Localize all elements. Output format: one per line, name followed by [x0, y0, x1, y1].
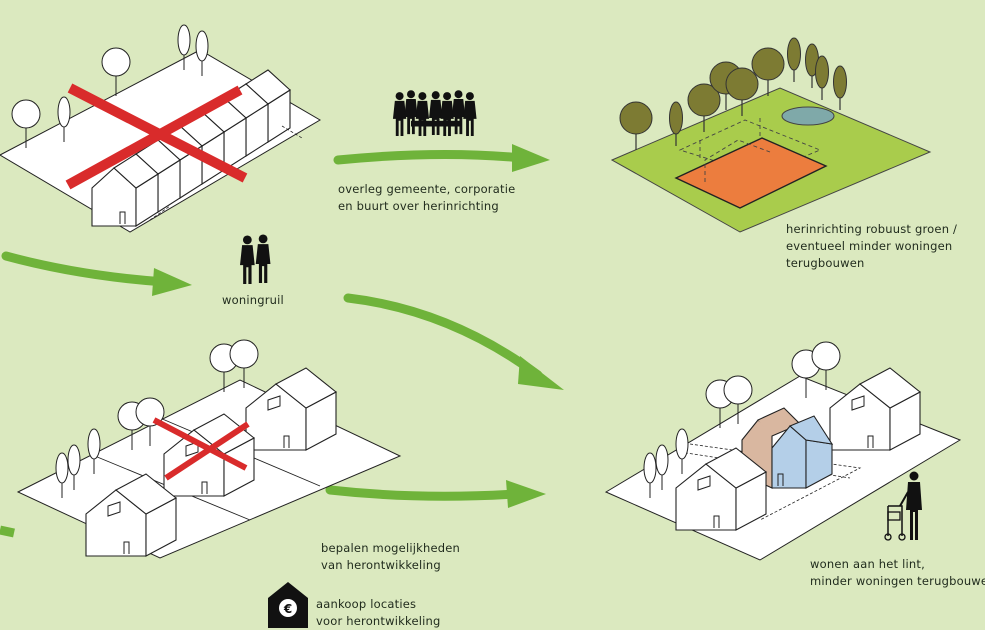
arrow-partial-left: [0, 525, 15, 538]
label-aankoop: aankoop locaties voor herontwikkeling: [316, 596, 441, 630]
label-herinrichting-line2: eventueel minder woningen: [786, 239, 953, 253]
lint-houses-plot: [604, 341, 962, 561]
label-overleg-line1: overleg gemeente, corporatie: [338, 182, 516, 196]
green-park-plot: [610, 37, 932, 233]
label-bepalen-line2: van herontwikkeling: [321, 558, 441, 572]
label-herinrichting-line3: terugbouwen: [786, 256, 865, 270]
label-herinrichting-line1: herinrichting robuust groen /: [786, 222, 958, 236]
label-wonen-line1: wonen aan het lint,: [810, 557, 925, 571]
arrow-woningruil: [1, 251, 192, 296]
detached-houses-plot: [16, 339, 402, 559]
label-overleg-line2: en buurt over herinrichting: [338, 199, 499, 213]
arrow-overleg: [333, 144, 550, 172]
label-overleg: overleg gemeente, corporatie en buurt ov…: [338, 181, 515, 215]
label-wonen: wonen aan het lint, minder woningen teru…: [810, 556, 985, 590]
label-woningruil: woningruil: [222, 292, 284, 309]
arrow-bepalen: [325, 480, 546, 508]
red-cross-small: [152, 417, 250, 481]
label-wonen-line2: minder woningen terugbouwen: [810, 574, 985, 588]
label-aankoop-line1: aankoop locaties: [316, 597, 417, 611]
pond: [781, 106, 835, 126]
red-cross: [65, 83, 248, 190]
orange-footprint: [674, 137, 828, 209]
arrow-diagonal: [343, 293, 564, 390]
elderly-person-rollator-icon: [884, 471, 922, 541]
meeting-people-icon: [392, 90, 477, 136]
woningruil-persons-icon: [240, 234, 271, 284]
label-aankoop-line2: voor herontwikkeling: [316, 614, 441, 628]
label-bepalen: bepalen mogelijkheden van herontwikkelin…: [321, 540, 460, 574]
euro-symbol: €: [283, 602, 292, 616]
label-bepalen-line1: bepalen mogelijkheden: [321, 541, 461, 555]
label-herinrichting: herinrichting robuust groen / eventueel …: [786, 221, 957, 272]
rowhouses-demolished: [0, 24, 321, 233]
money-bag-house-icon: €: [268, 582, 308, 628]
new-house-blue: [771, 415, 834, 489]
label-woningruil-line1: woningruil: [222, 293, 284, 307]
